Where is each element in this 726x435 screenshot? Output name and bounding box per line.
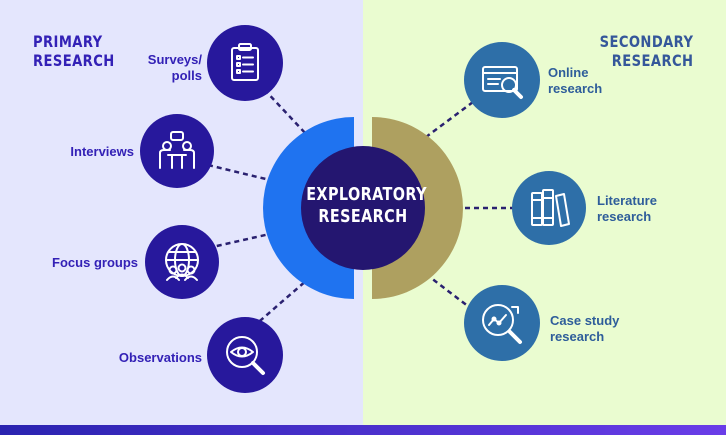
interview-table-icon xyxy=(159,131,195,169)
primary-research-heading: PRIMARY RESEARCH xyxy=(33,32,115,70)
clipboard-checklist-icon xyxy=(231,43,259,81)
books-icon xyxy=(531,189,570,227)
observations-node xyxy=(207,317,283,393)
bottom-accent-bar xyxy=(0,425,726,435)
literature-research-node xyxy=(512,171,586,245)
case-study-research-label: Case study research xyxy=(550,313,620,344)
diagram-graphics xyxy=(140,25,586,393)
surveys-node xyxy=(207,25,283,101)
analysis-magnifier-icon xyxy=(482,304,522,344)
online-research-node xyxy=(464,42,540,118)
eye-magnifier-icon xyxy=(226,336,265,375)
connector-interviews xyxy=(207,163,275,183)
center-circle xyxy=(301,146,425,270)
literature-research-label: Literature research xyxy=(597,193,657,224)
case-study-research-node xyxy=(464,285,540,361)
interviews-label: Interviews xyxy=(70,144,134,159)
interviews-node xyxy=(140,114,214,188)
secondary-research-heading: SECONDARY RESEARCH xyxy=(599,32,693,70)
group-globe-icon xyxy=(165,243,199,281)
browser-search-icon xyxy=(482,66,523,99)
online-research-label: Online research xyxy=(548,65,603,96)
connector-focus-groups xyxy=(207,231,275,250)
connector-lines xyxy=(207,69,515,334)
connector-surveys xyxy=(245,69,308,136)
observations-label: Observations xyxy=(118,350,202,365)
focus-groups-label: Focus groups xyxy=(52,255,138,270)
surveys-label: Surveys/ polls xyxy=(147,52,202,83)
center-title: EXPLORATORY RESEARCH xyxy=(306,184,427,227)
focus-groups-node xyxy=(145,225,219,299)
